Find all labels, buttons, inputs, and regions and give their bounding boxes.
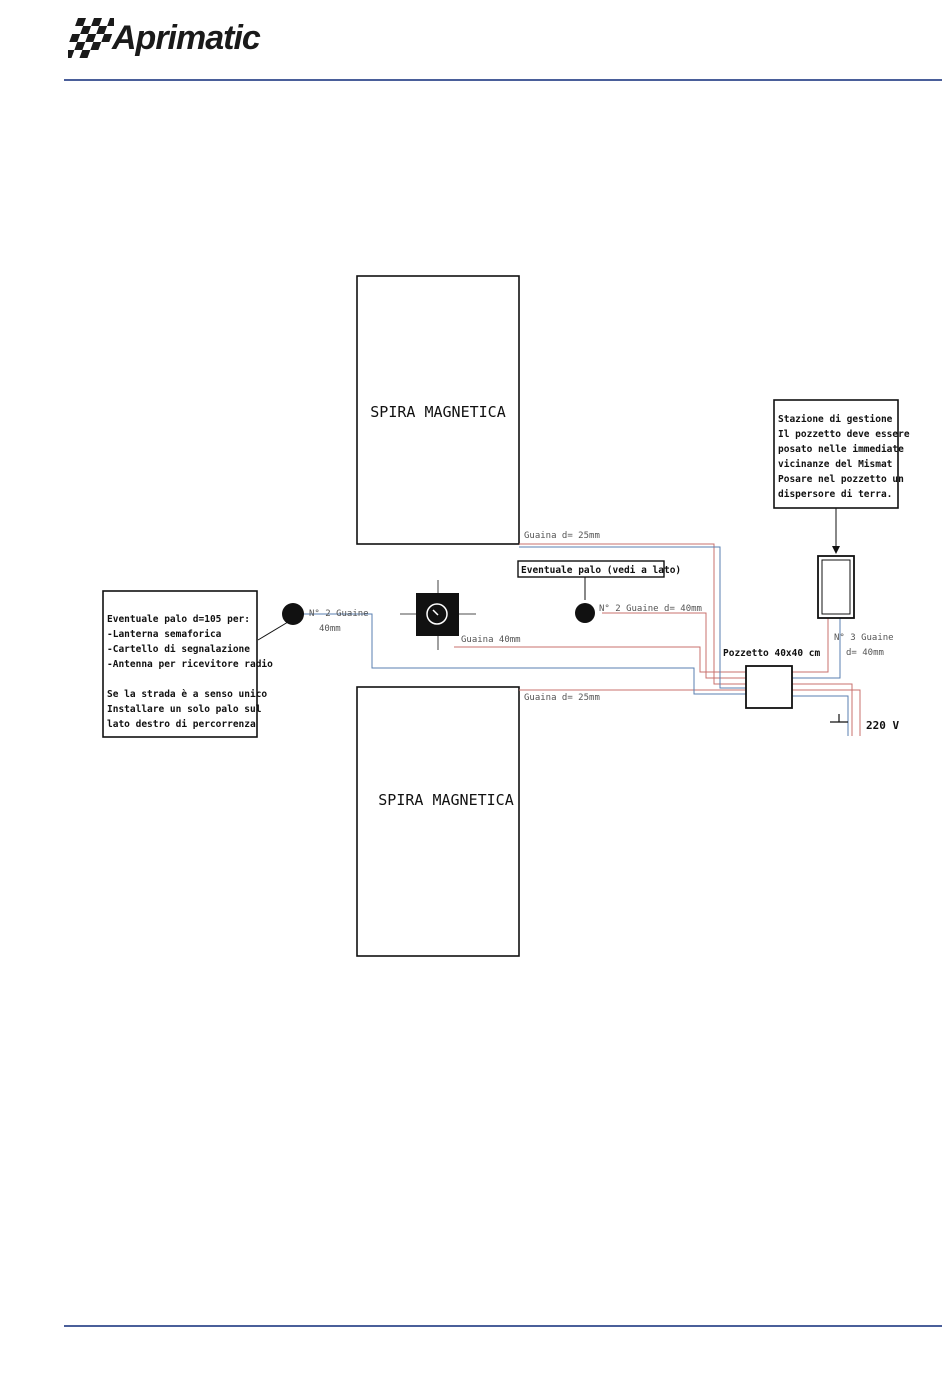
control-station-cabinet — [817, 555, 855, 619]
footer-rule — [64, 1325, 942, 1327]
magnetic-coil-bottom — [356, 686, 520, 957]
pole-note-box — [102, 590, 258, 738]
sheath-top-label: Guaina d= 25mm — [524, 531, 600, 541]
center-sheath-label: Guaina 40mm — [461, 635, 521, 645]
power-label: 220 V — [866, 719, 899, 732]
control-unit-dial-icon — [426, 603, 448, 625]
pole-left — [282, 603, 304, 625]
optional-pole-note-box — [517, 560, 665, 578]
coil-bottom-label: SPIRA MAGNETICA — [378, 791, 513, 809]
coil-top-label: SPIRA MAGNETICA — [370, 403, 505, 421]
sheath-bottom-label: Guaina d= 25mm — [524, 693, 600, 703]
pit-label: Pozzetto 40x40 cm — [723, 648, 821, 659]
cabinet-inner — [821, 559, 851, 615]
header-rule — [64, 79, 942, 81]
arrow-head-icon — [832, 546, 840, 554]
checkered-flag-icon — [68, 18, 114, 58]
right-sheaths-label: N° 2 Guaine d= 40mm — [599, 604, 702, 614]
left-sheaths-label: N° 2 Guaine 40mm — [309, 609, 374, 634]
station-note: Stazione di gestione Il pozzetto deve es… — [778, 414, 915, 500]
pit-40x40 — [745, 665, 793, 709]
pole-left-leader — [257, 621, 289, 641]
station-sheaths-label: N° 3 Guaine d= 40mm — [834, 633, 899, 658]
magnetic-coil-top — [356, 275, 520, 545]
station-note-box — [773, 399, 899, 509]
brand-logo: Aprimatic — [68, 14, 261, 64]
optional-pole-right — [575, 603, 595, 623]
sheath-lines-blue — [303, 546, 849, 736]
sheath-lines-red — [454, 543, 861, 736]
control-unit-dial-mark — [432, 609, 439, 616]
brand-name: Aprimatic — [112, 19, 261, 57]
pole-note: Eventuale palo d=105 per: -Lanterna sema… — [107, 614, 279, 730]
optional-pole-note: Eventuale palo (vedi a lato) — [521, 565, 681, 576]
